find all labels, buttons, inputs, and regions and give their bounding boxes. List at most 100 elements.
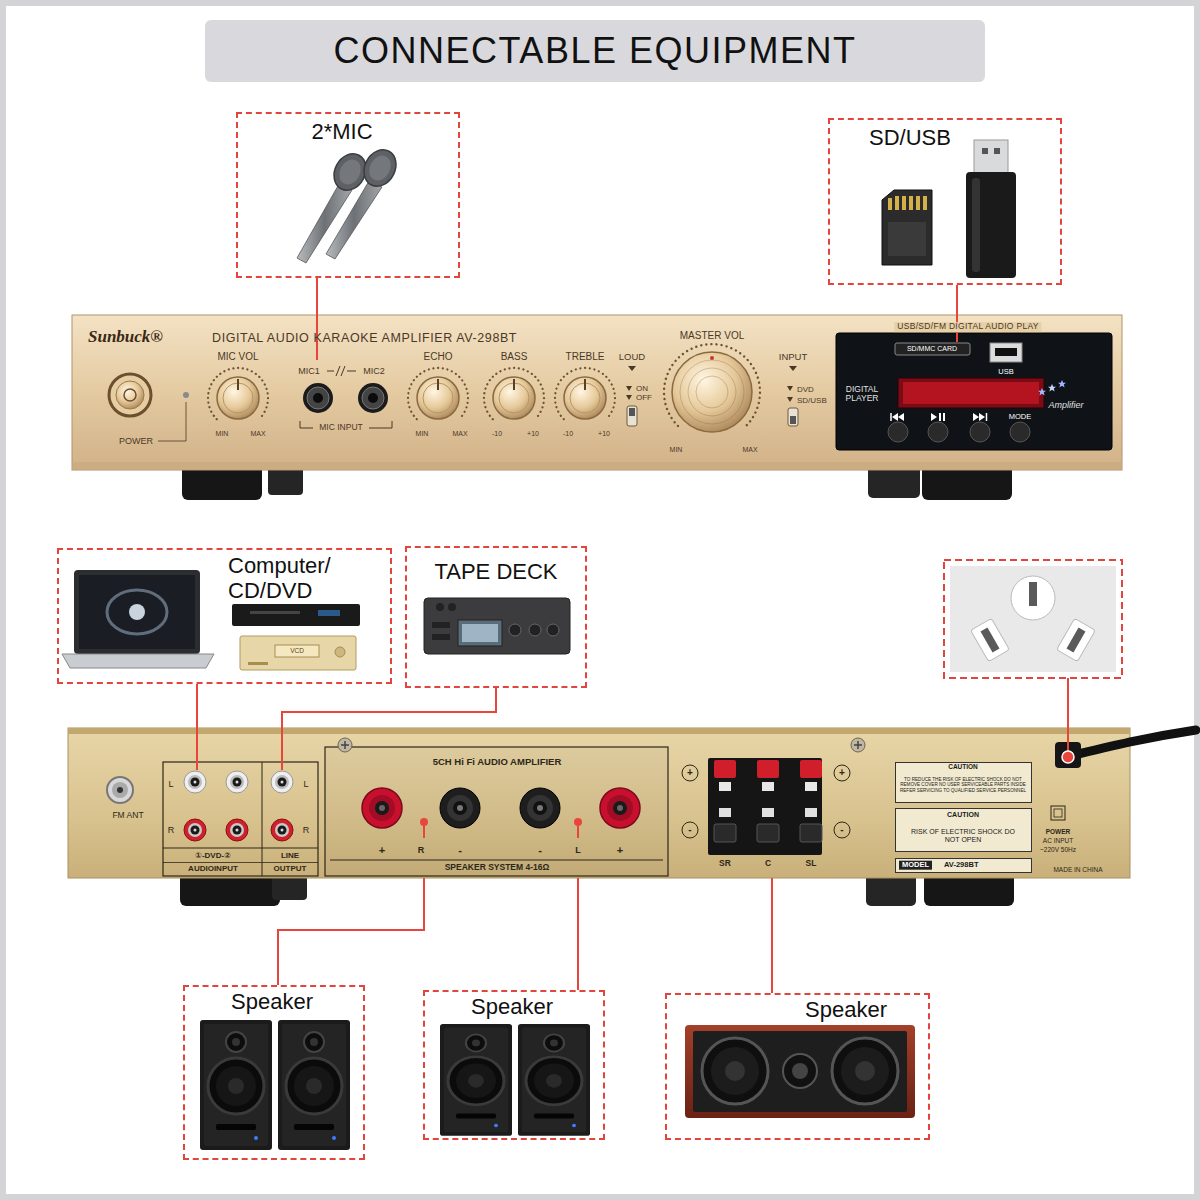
- panel-label: +10: [527, 430, 539, 438]
- rear-panel-body: [68, 728, 1130, 734]
- speaker-pictures: [518, 1024, 590, 1136]
- panel-label: LINE: [281, 851, 299, 860]
- sd-usb-box: SD/USB: [828, 118, 1062, 285]
- speaker-pictures: [832, 1038, 898, 1104]
- player-label: USB: [998, 368, 1013, 377]
- panel-label: MIC1: [298, 366, 320, 376]
- digital-player-body: [1058, 380, 1066, 388]
- panel-label: POWER: [119, 436, 153, 446]
- equipment-label: Speaker: [231, 989, 313, 1014]
- panel-label: MIN: [670, 446, 683, 454]
- rear-panel: FM ANTLRLR①-DVD-②LINEAUDIOINPUTOUTPUT5CH…: [68, 728, 1130, 878]
- wall-outlet-picture: [950, 566, 1116, 672]
- rear-panel-body: [757, 824, 779, 842]
- panel-label: SD/USB: [797, 396, 827, 405]
- panel-label: AC INPUT: [1043, 837, 1073, 844]
- wall-outlet-picture: [971, 618, 1010, 661]
- memory-card-picture: [882, 190, 932, 265]
- connector-line: [196, 684, 198, 728]
- player-label: USB/SD/FM DIGITAL AUDIO PLAY: [894, 322, 1041, 332]
- panel-label: +: [379, 844, 385, 857]
- digital-player-body: [939, 413, 941, 421]
- front-panel-body: [629, 408, 635, 416]
- source-devices-picture: [107, 590, 167, 634]
- rear-panel-body: [757, 760, 779, 778]
- panel-label: ON: [636, 384, 648, 393]
- panel-label: -10: [492, 430, 502, 438]
- digital-player-body: [903, 382, 1039, 404]
- equipment-label: SD/USB: [869, 125, 951, 150]
- rear-panel-body: [338, 738, 352, 752]
- digital-player-body: [943, 413, 945, 421]
- speaker-pictures: [711, 1047, 759, 1095]
- front-panel-body: [696, 376, 728, 408]
- memory-card-picture: [888, 222, 926, 256]
- rear-panel-body: [362, 788, 402, 828]
- speaker-pictures: [693, 1031, 907, 1112]
- digital-player-body: [836, 333, 1112, 450]
- leader-line: [1067, 678, 1069, 751]
- speaker-pictures: [702, 1038, 768, 1104]
- speaker-box: Speaker: [183, 985, 365, 1160]
- rear-panel-body: [117, 787, 123, 793]
- equipment-label: Speaker: [471, 994, 553, 1019]
- panel-label: -: [840, 824, 843, 836]
- rear-panel-body: [184, 771, 206, 793]
- front-panel-body: [788, 408, 798, 426]
- panel-label: MIN: [216, 430, 229, 438]
- frame: [3, 3, 1197, 1197]
- model-text: MODEL: [899, 861, 932, 870]
- digital-player-body: [898, 378, 1044, 408]
- usb-stick-picture: [972, 178, 980, 272]
- microphone-picture: [358, 144, 402, 192]
- panel-label: SL: [806, 859, 817, 869]
- panel-label: TREBLE: [566, 351, 605, 363]
- tape-deck-picture: [436, 603, 444, 611]
- digital-player-body: [931, 413, 937, 421]
- wall-outlet-picture: [1029, 582, 1037, 606]
- panel-label: OUTPUT: [274, 864, 307, 873]
- panel-label: DVD: [797, 385, 814, 394]
- digital-player-body: [970, 422, 990, 442]
- panel-label: 5CH Hi Fi AUDIO AMPLIFIER: [433, 757, 562, 768]
- front-panel-body: [680, 360, 744, 424]
- rear-panel-body: [682, 822, 698, 838]
- front-panel-body: [710, 356, 714, 360]
- rear-panel-body: [330, 859, 663, 860]
- leader-line: [281, 728, 283, 770]
- front-panel-body: [116, 381, 144, 409]
- speaker-pictures: [725, 1061, 745, 1081]
- rear-panel-body: [600, 788, 640, 828]
- front-panel-body: [72, 462, 1122, 470]
- panel-label: R: [303, 825, 310, 835]
- wall-outlet-picture: [1067, 628, 1086, 653]
- panel-label: -10: [563, 430, 573, 438]
- leader-line: [577, 826, 579, 838]
- rear-panel-body: [800, 824, 822, 842]
- microphone-picture: [365, 152, 395, 184]
- panel-label: FM ANT: [112, 811, 143, 821]
- memory-card-picture: [882, 190, 932, 265]
- wall-outlet-picture: [1011, 576, 1055, 620]
- rear-panel-body: [112, 782, 128, 798]
- front-panel-body: [72, 315, 1122, 500]
- digital-player-body: [895, 343, 970, 355]
- caution-text: CAUTION: [947, 811, 979, 819]
- digital-player-body: [892, 413, 904, 421]
- front-panel-body: [664, 344, 760, 432]
- player-label: Amplifier: [1048, 400, 1083, 410]
- rear-panel-body: [762, 782, 774, 791]
- tape-deck-box: TAPE DECK: [405, 546, 587, 688]
- panel-label: POWER: [1046, 828, 1071, 835]
- usb-stick-picture: [966, 140, 1016, 278]
- panel-label: C: [765, 859, 771, 869]
- digital-player-body: [990, 343, 1022, 362]
- rear-panel-body: [805, 808, 817, 817]
- speaker-pictures: [440, 1024, 512, 1136]
- front-panel-body: [789, 366, 797, 371]
- tape-deck-picture: [424, 598, 570, 654]
- tape-deck-picture: [424, 598, 570, 654]
- speaker-pictures: [200, 1020, 272, 1150]
- front-panel-body: [72, 315, 1122, 470]
